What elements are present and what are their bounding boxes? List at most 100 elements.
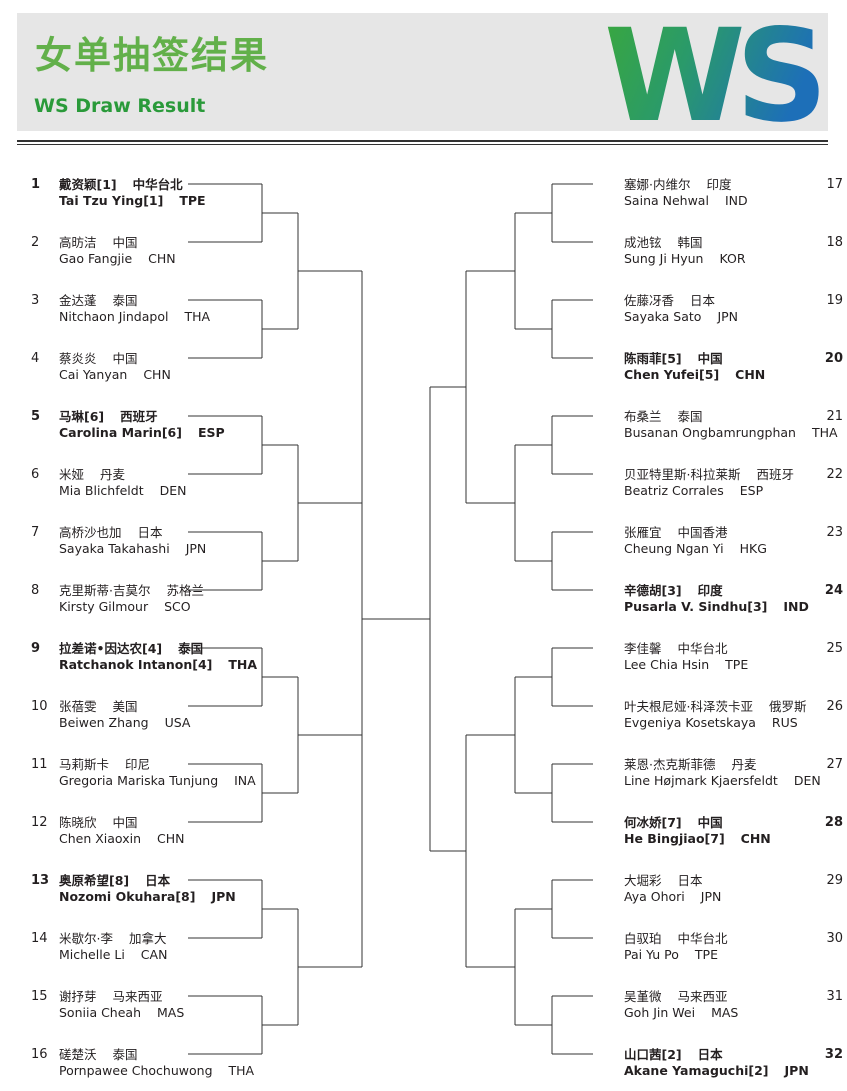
draw-position: 17 (826, 177, 843, 192)
player-country-cn: 俄罗斯 (768, 699, 807, 714)
player-country-en: TPE (694, 947, 718, 962)
player-name-cn-line: 莱恩·杰克斯菲德丹麦 (624, 757, 821, 773)
player-name-en: Soniia Cheah (59, 1005, 142, 1020)
player-name-en: Lee Chia Hsin (624, 657, 710, 672)
player-name-en: Sayaka Takahashi (59, 541, 170, 556)
player-name-en: Busanan Ongbamrungphan (624, 425, 796, 440)
player-name-en: Beatriz Corrales (624, 483, 724, 498)
player-name-cn-line: 磋楚沃泰国 (59, 1047, 254, 1063)
player-name-en: Cai Yanyan (59, 367, 128, 382)
player-country-cn: 韩国 (677, 235, 703, 250)
player-name-en-line: Ratchanok Intanon[4]THA (59, 657, 257, 673)
draw-position: 10 (31, 699, 48, 714)
player-name-cn-line: 奥原希望[8]日本 (59, 873, 236, 889)
player-country-cn: 日本 (145, 873, 171, 888)
player-country-en: DEN (793, 773, 821, 788)
draw-position: 14 (31, 931, 48, 946)
player-country-en: JPN (211, 889, 236, 904)
player-country-cn: 丹麦 (100, 467, 126, 482)
player-name-cn-line: 马莉斯卡印尼 (59, 757, 256, 773)
player-name-cn: 叶夫根尼娅·科泽茨卡亚 (624, 699, 753, 714)
player-name-cn: 何冰娇[7] (624, 815, 682, 830)
player-name-cn-line: 蔡炎炎中国 (59, 351, 171, 367)
player-name-cn-line: 佐藤冴香日本 (624, 293, 738, 309)
player-name-cn-line: 陈晓欣中国 (59, 815, 184, 831)
draw-position: 22 (826, 467, 843, 482)
player-country-cn: 马来西亚 (112, 989, 163, 1004)
player-country-en: JPN (717, 309, 739, 324)
player-name-en: Tai Tzu Ying[1] (59, 193, 164, 208)
player-country-en: RUS (771, 715, 798, 730)
player-name-cn: 陈晓欣 (59, 815, 97, 830)
player-country-en: CHN (740, 831, 771, 846)
player-country-cn: 中国香港 (677, 525, 728, 540)
player-name-cn-line: 戴资颖[1]中华台北 (59, 177, 206, 193)
draw-position: 2 (31, 235, 40, 250)
draw-position: 5 (31, 409, 41, 424)
player-name-cn: 李佳馨 (624, 641, 662, 656)
player-country-cn: 印度 (706, 177, 732, 192)
header-rule (17, 140, 828, 142)
player-name-cn-line: 吴堇微马来西亚 (624, 989, 738, 1005)
player-name-en: Sung Ji Hyun (624, 251, 704, 266)
player-name-en-line: Chen Yufei[5]CHN (624, 367, 765, 383)
player-country-en: JPN (185, 541, 207, 556)
player-country-cn: 中国 (697, 351, 723, 366)
draw-position: 25 (826, 641, 843, 656)
draw-position: 9 (31, 641, 41, 656)
player-name-cn: 高桥沙也加 (59, 525, 122, 540)
player-country-en: CHN (148, 251, 176, 266)
player-name-en: Ratchanok Intanon[4] (59, 657, 213, 672)
player-country-en: CAN (140, 947, 168, 962)
player-name-en: Cheung Ngan Yi (624, 541, 724, 556)
player-name-cn: 金达蓬 (59, 293, 97, 308)
player-name-cn: 张雁宜 (624, 525, 662, 540)
player-name-en: Beiwen Zhang (59, 715, 149, 730)
player-name-en: Pusarla V. Sindhu[3] (624, 599, 768, 614)
draw-position: 1 (31, 177, 41, 192)
player-name-cn: 马莉斯卡 (59, 757, 110, 772)
player-country-en: THA (228, 1063, 255, 1078)
player-name-cn-line: 米娅丹麦 (59, 467, 186, 483)
player-country-cn: 印尼 (125, 757, 151, 772)
player-country-en: USA (164, 715, 191, 730)
draw-position: 19 (826, 293, 843, 308)
header-banner: 女单抽签结果 WS Draw Result WS (17, 13, 828, 131)
player-country-en: SCO (164, 599, 191, 614)
player-name-cn: 米娅 (59, 467, 85, 482)
player-name-en: Nozomi Okuhara[8] (59, 889, 196, 904)
draw-position: 16 (31, 1047, 48, 1062)
player-name-cn: 谢抒芽 (59, 989, 97, 1004)
draw-position: 15 (31, 989, 48, 1004)
player-name-en-line: Carolina Marin[6]ESP (59, 425, 225, 441)
player-country-en: INA (234, 773, 256, 788)
player-name-cn: 莱恩·杰克斯菲德 (624, 757, 716, 772)
player-country-en: JPN (784, 1063, 809, 1078)
player-name-cn: 山口茜[2] (624, 1047, 682, 1062)
player-name-en-line: Pusarla V. Sindhu[3]IND (624, 599, 809, 615)
player-country-cn: 日本 (697, 1047, 723, 1062)
draw-position: 28 (824, 815, 843, 830)
player-name-en-line: Tai Tzu Ying[1]TPE (59, 193, 206, 209)
player-name-cn: 大堀彩 (624, 873, 662, 888)
player-country-cn: 泰国 (112, 1047, 138, 1062)
player-name-cn: 白驭珀 (624, 931, 662, 946)
player-country-cn: 泰国 (112, 293, 138, 308)
player-name-cn: 戴资颖[1] (59, 177, 117, 192)
player-country-cn: 印度 (697, 583, 723, 598)
